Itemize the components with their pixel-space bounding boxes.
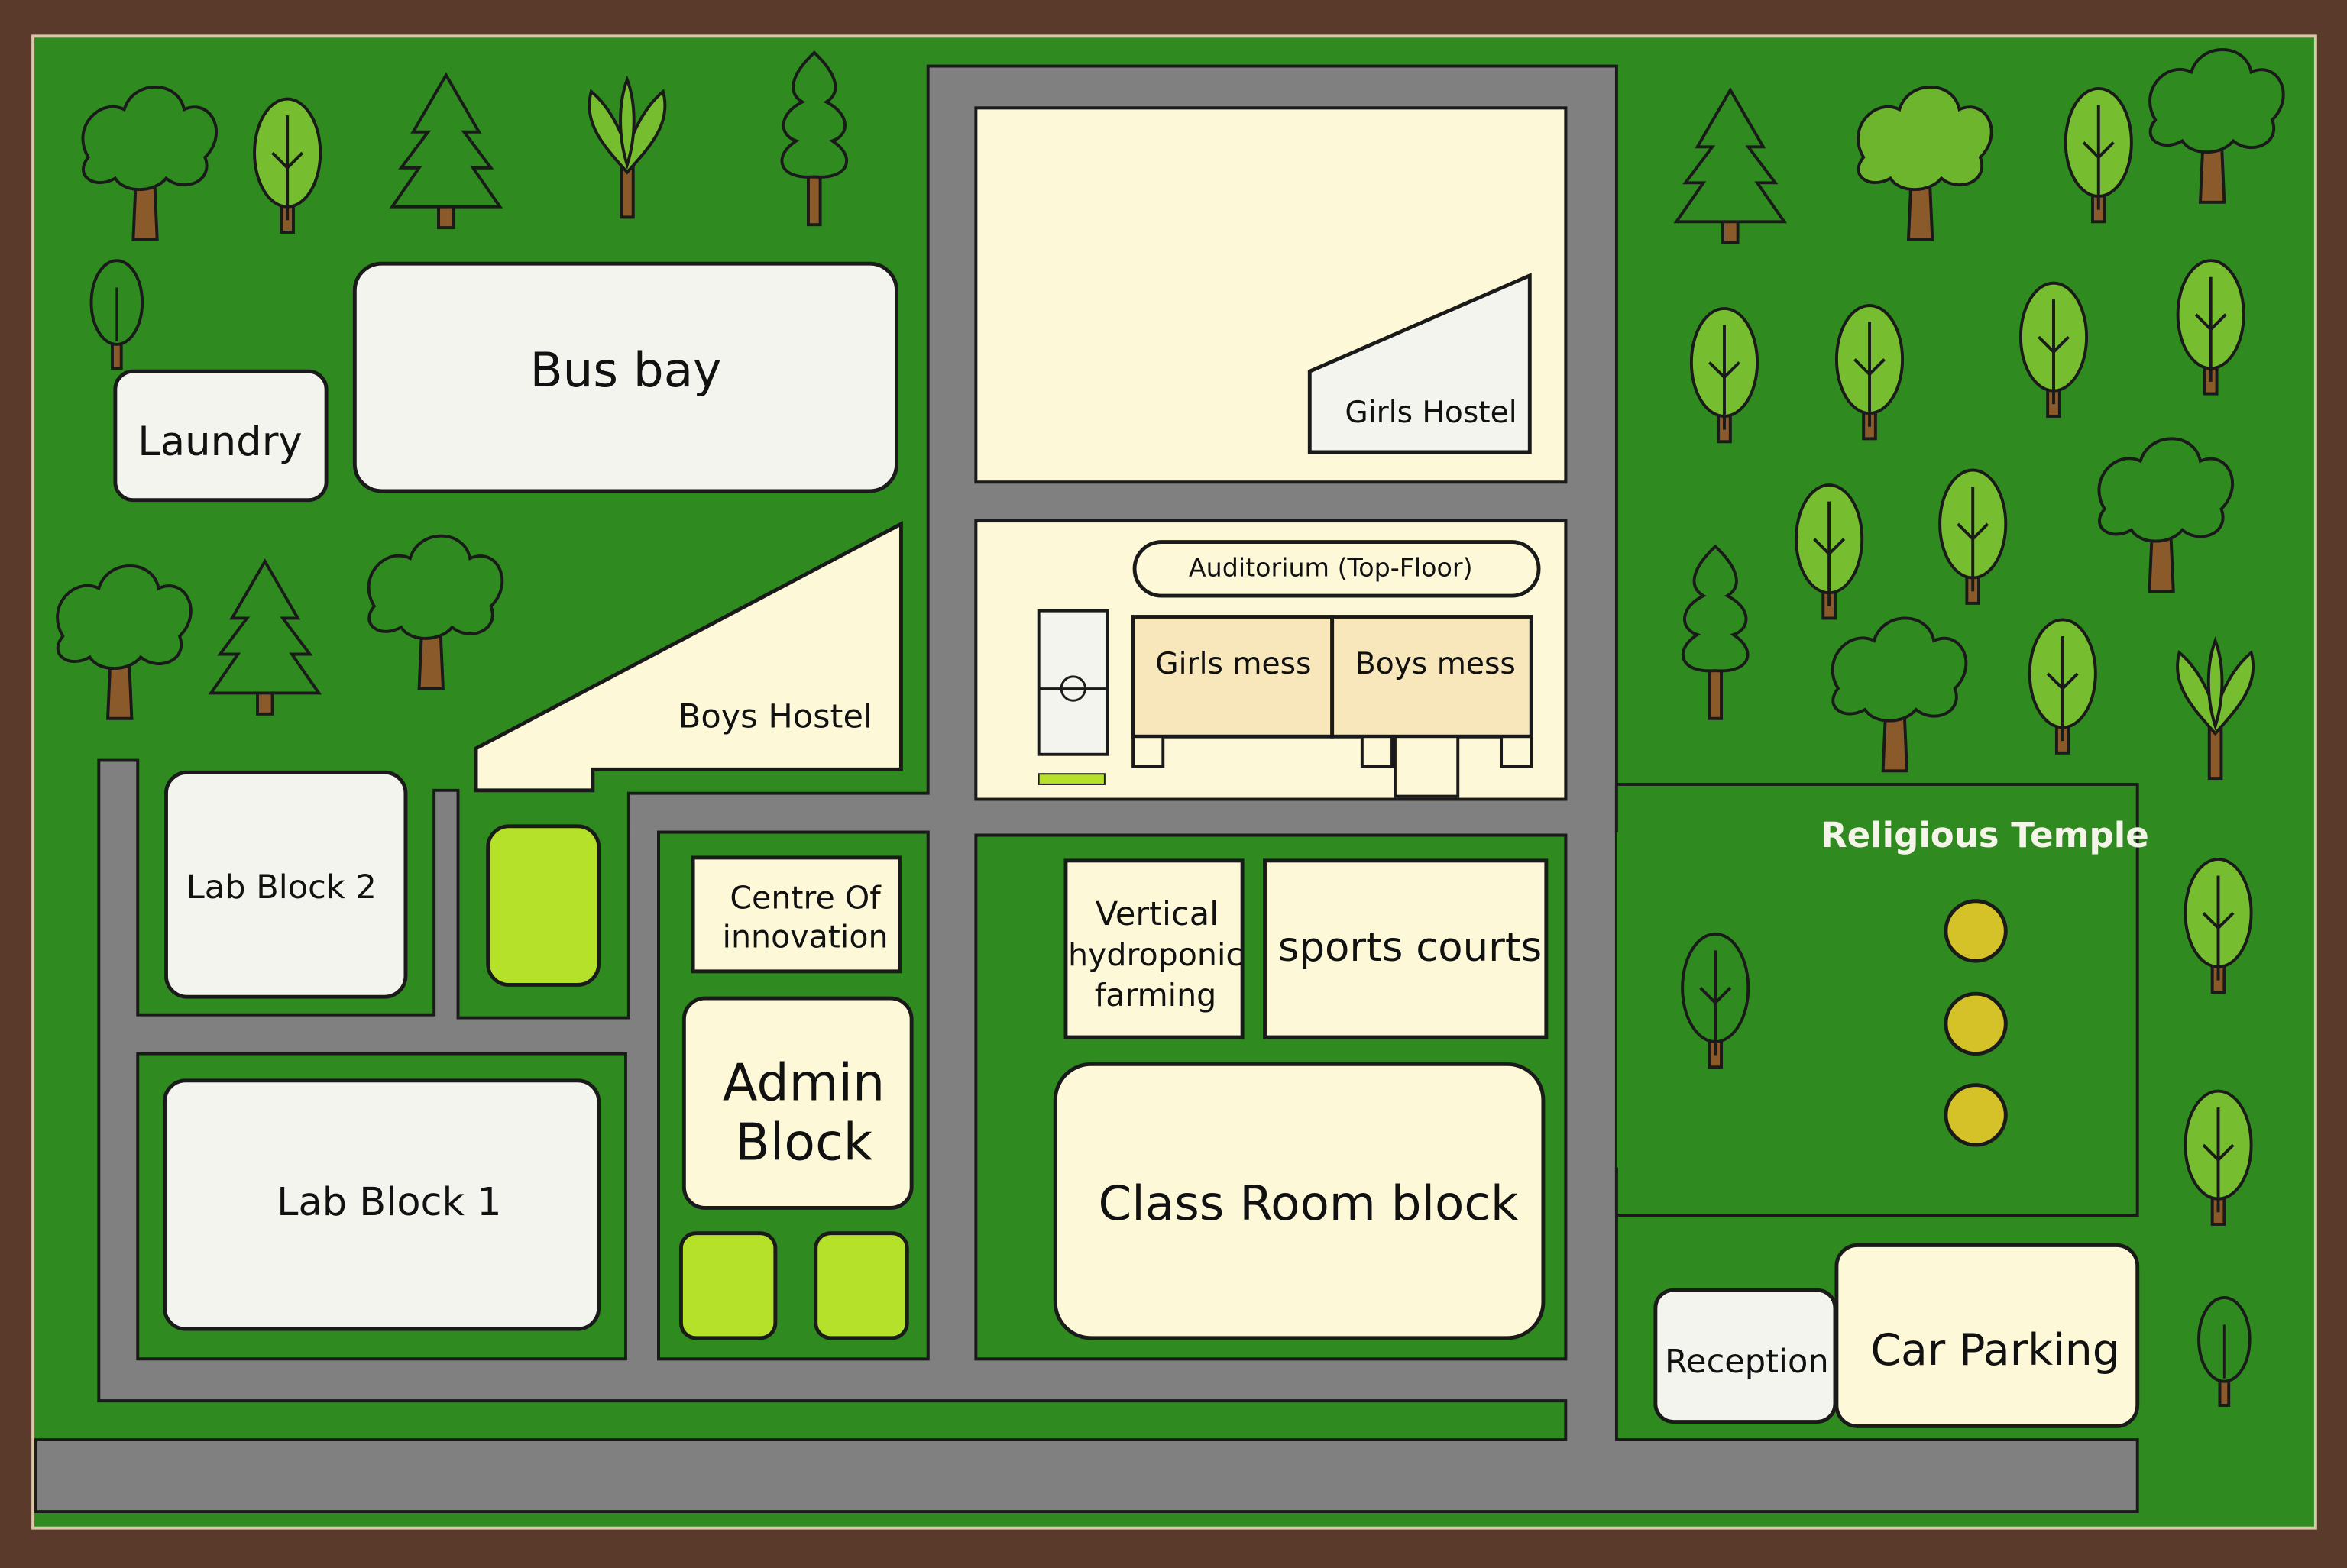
reception-label: Reception: [1665, 1343, 1829, 1381]
vertical-hydroponic-farming[interactable]: [1063, 858, 1245, 1039]
lab-block-2-label: Lab Block 2: [186, 868, 377, 907]
boys-hostel[interactable]: [474, 520, 903, 793]
centre-label-line2: innovation: [723, 918, 889, 955]
admin-lawn-right: [814, 1231, 909, 1340]
admin-lawn-left: [678, 1231, 778, 1340]
auditorium-pill[interactable]: [1132, 540, 1541, 598]
lab-block-1[interactable]: [163, 1078, 601, 1331]
vertical-label-line2: hydroponic: [1068, 936, 1243, 973]
bus-bay[interactable]: [352, 261, 898, 493]
admin-label-line1: Admin: [723, 1052, 885, 1112]
sports-courts[interactable]: [1263, 858, 1549, 1039]
lab-block-2[interactable]: [164, 770, 408, 999]
girls-mess[interactable]: [1131, 615, 1335, 739]
class-room-label: Class Room block: [1099, 1175, 1519, 1231]
football-field-icon: [1037, 609, 1109, 785]
religious-temple-label: Religious Temple: [1821, 815, 2149, 855]
admin-label-line2: Block: [735, 1113, 873, 1172]
class-room-block[interactable]: [1053, 1062, 1546, 1340]
car-parking[interactable]: [1834, 1243, 2140, 1428]
bus-bay-label: Bus bay: [530, 342, 722, 398]
mess-steps: [1131, 735, 1533, 798]
admin-block[interactable]: [681, 996, 914, 1210]
lawn-patch: [486, 824, 601, 987]
temple-shrines: [1944, 899, 2008, 1147]
laundry[interactable]: [113, 369, 329, 503]
centre-of-innovation[interactable]: [691, 855, 902, 974]
laundry-label: Laundry: [138, 419, 302, 465]
girls-mess-label: Girls mess: [1155, 647, 1311, 681]
girls-hostel-label: Girls Hostel: [1345, 396, 1517, 430]
vertical-label-line1: Vertical: [1096, 895, 1219, 933]
boys-hostel-label: Boys Hostel: [678, 697, 872, 736]
auditorium-label: Auditorium (Top-Floor): [1189, 553, 1473, 583]
boys-mess-label: Boys mess: [1355, 647, 1516, 681]
lab-block-1-label: Lab Block 1: [277, 1180, 501, 1225]
girls-hostel-building[interactable]: [1307, 273, 1532, 454]
vertical-label-line3: farming: [1095, 977, 1217, 1014]
car-parking-label: Car Parking: [1870, 1325, 2119, 1376]
sports-courts-label: sports courts: [1278, 924, 1542, 971]
centre-label-line1: Centre Of: [730, 880, 882, 917]
